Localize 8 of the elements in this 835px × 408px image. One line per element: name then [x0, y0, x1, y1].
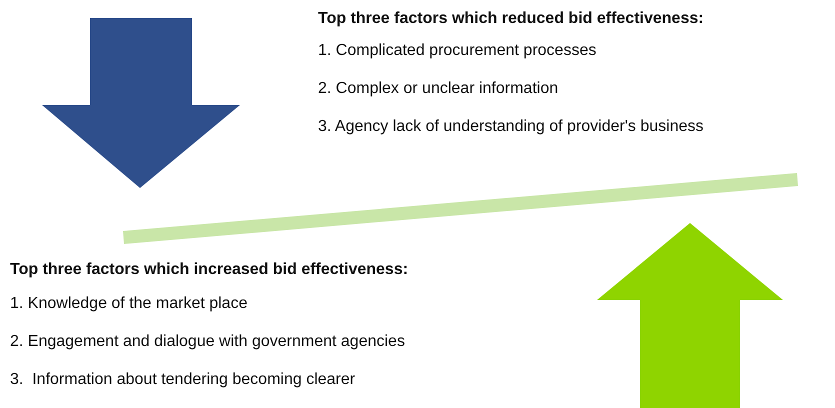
- list-item: 1. Complicated procurement processes: [318, 41, 596, 61]
- list-heading: Top three factors which reduced bid effectiveness:: [318, 9, 704, 29]
- list-heading: Top three factors which increased bid effectiveness:: [10, 260, 408, 280]
- list-item: 2. Complex or unclear information: [318, 79, 558, 99]
- list-item: 3. Information about tendering becoming clearer: [10, 370, 356, 390]
- list-item: 3. Agency lack of understanding of provider's business: [318, 117, 704, 137]
- list-item: 2. Engagement and dialogue with government agencies: [10, 332, 405, 352]
- list-item: 1. Knowledge of the market place: [10, 294, 248, 314]
